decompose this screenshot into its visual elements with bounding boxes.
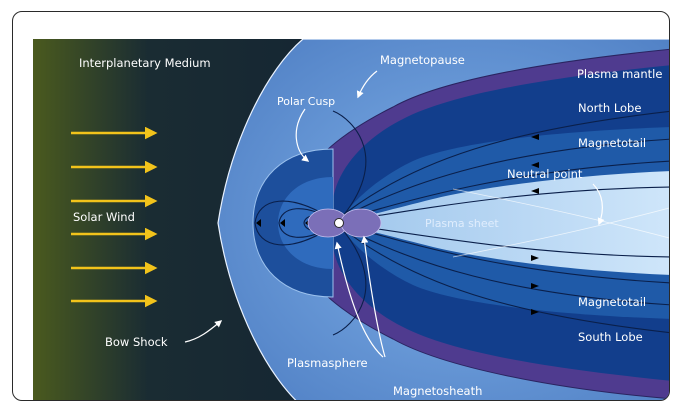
label-plasma-sheet: Plasma sheet	[425, 217, 499, 230]
label-bow-shock: Bow Shock	[105, 335, 168, 349]
field-line-arrows	[256, 134, 539, 315]
label-neutral-point: Neutral point	[507, 167, 583, 181]
plasmasphere-right-lobe	[340, 208, 382, 238]
magnetosphere-diagram: Interplanetary Medium Magnetopause Plasm…	[33, 39, 669, 400]
label-magnetopause: Magnetopause	[380, 53, 465, 67]
earth	[334, 218, 344, 228]
figure-frame: Interplanetary Medium Magnetopause Plasm…	[12, 11, 670, 401]
label-magnetosheath: Magnetosheath	[393, 384, 482, 398]
leader-lines	[184, 70, 605, 358]
label-solar-wind: Solar Wind	[73, 210, 135, 224]
label-plasmasphere: Plasmasphere	[287, 356, 368, 370]
label-south-lobe: South Lobe	[578, 330, 643, 344]
plasma-sheet-region	[338, 171, 669, 275]
label-magnetotail-top: Magnetotail	[578, 136, 646, 150]
label-interplanetary-medium: Interplanetary Medium	[79, 56, 211, 70]
label-polar-cusp: Polar Cusp	[277, 95, 335, 108]
label-magnetotail-bottom: Magnetotail	[578, 295, 646, 309]
solar-wind-arrows	[71, 126, 158, 308]
label-north-lobe: North Lobe	[578, 101, 641, 115]
label-plasma-mantle: Plasma mantle	[577, 67, 662, 81]
